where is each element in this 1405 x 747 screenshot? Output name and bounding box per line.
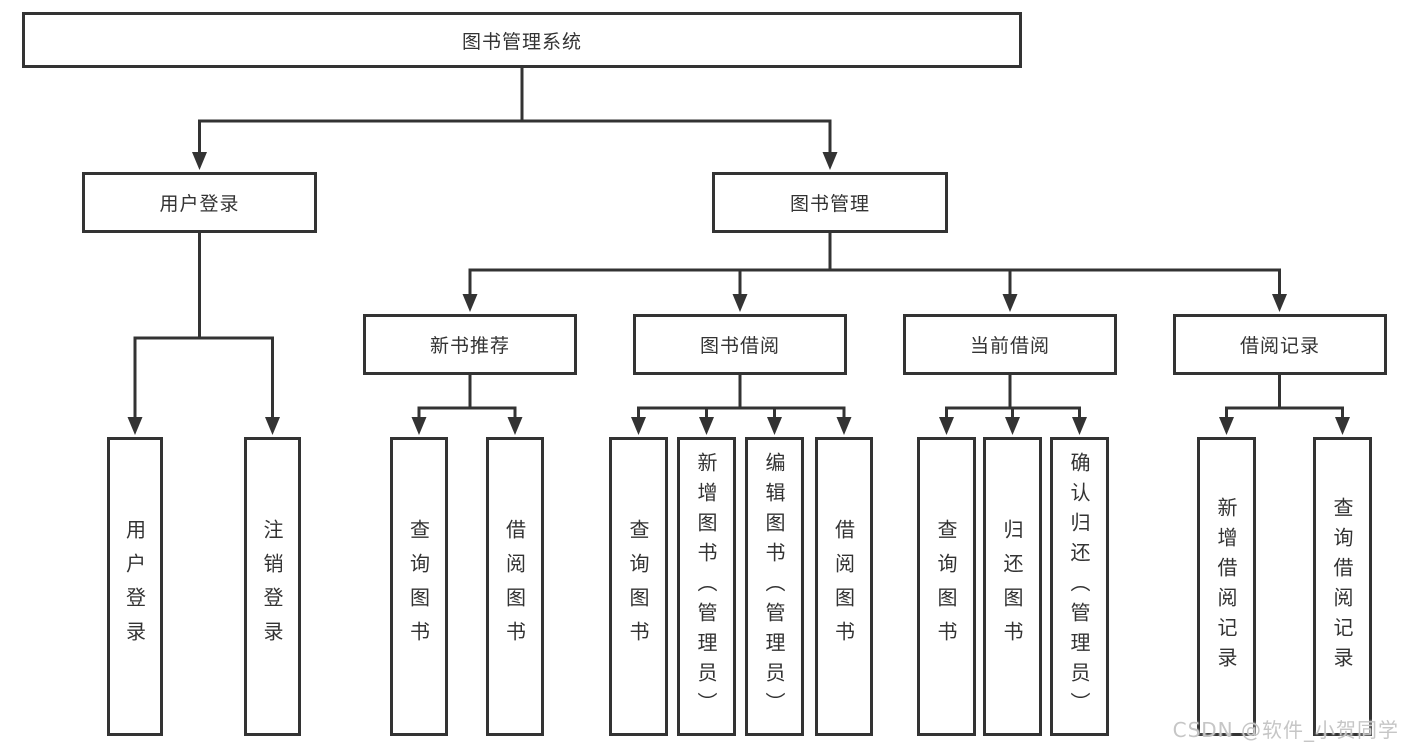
- node-book-borrowing: 图书借阅: [633, 314, 847, 375]
- node-library-system: 图书管理系统: [22, 12, 1022, 68]
- leaf-query-books-current: 查询图书: [917, 437, 976, 736]
- leaf-query-books-borrow: 查询图书: [609, 437, 668, 736]
- node-borrowing-records: 借阅记录: [1173, 314, 1387, 375]
- leaf-confirm-return-admin: 确认归还（管理员）: [1050, 437, 1109, 736]
- leaf-query-books-recommend: 查询图书: [390, 437, 448, 736]
- node-book-management: 图书管理: [712, 172, 948, 233]
- leaf-borrow-books: 借阅图书: [815, 437, 873, 736]
- leaf-edit-book-admin: 编辑图书（管理员）: [745, 437, 804, 736]
- node-new-book-recommend: 新书推荐: [363, 314, 577, 375]
- leaf-user-login: 用户登录: [107, 437, 163, 736]
- leaf-query-borrow-record: 查询借阅记录: [1313, 437, 1372, 736]
- node-user-login-group: 用户登录: [82, 172, 317, 233]
- leaf-borrow-books-recommend: 借阅图书: [486, 437, 544, 736]
- node-current-borrowing: 当前借阅: [903, 314, 1117, 375]
- leaf-return-books: 归还图书: [983, 437, 1042, 736]
- leaf-add-book-admin: 新增图书（管理员）: [677, 437, 736, 736]
- leaf-add-borrow-record: 新增借阅记录: [1197, 437, 1256, 736]
- leaf-logout: 注销登录: [244, 437, 301, 736]
- csdn-watermark: CSDN @软件_小贺同学: [1172, 718, 1399, 742]
